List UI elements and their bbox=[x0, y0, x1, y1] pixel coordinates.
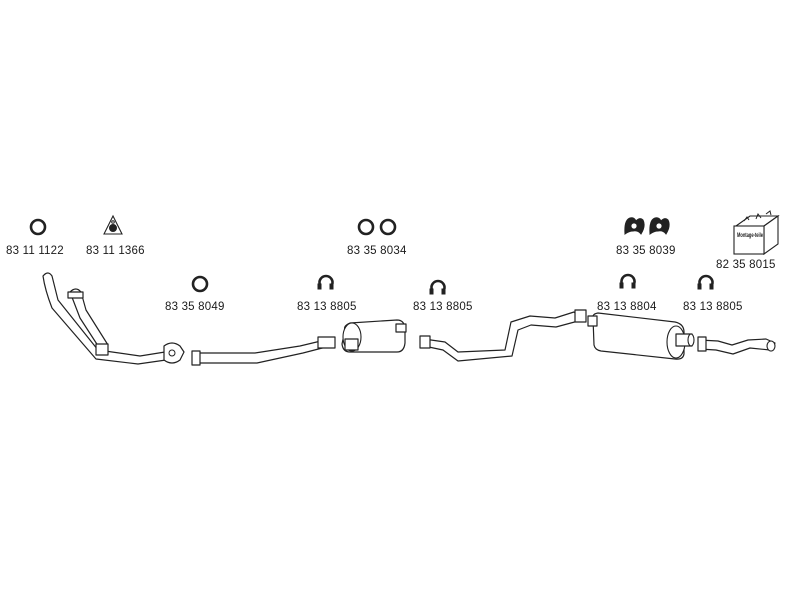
part-number-mounting-kit: 82 35 8015 bbox=[716, 259, 776, 271]
downpipe-flange bbox=[163, 342, 185, 364]
seal-ring-icon bbox=[357, 218, 375, 236]
part-number-clamp-4: 83 13 8805 bbox=[683, 301, 743, 313]
part-number-clamp-1: 83 13 8805 bbox=[297, 301, 357, 313]
clamp-4-part: 83 13 8805 bbox=[683, 274, 743, 313]
front-downpipe bbox=[42, 272, 185, 365]
clamp-1-part: 83 13 8805 bbox=[297, 274, 357, 313]
part-number-clamp-2: 83 13 8805 bbox=[413, 301, 473, 313]
clamp-icon bbox=[620, 273, 636, 285]
part-number-flange-gasket: 83 11 1366 bbox=[86, 245, 145, 257]
tail-pipe bbox=[697, 336, 776, 355]
seal-ring-icon bbox=[191, 275, 209, 293]
part-number-double-seal-ring: 83 35 8034 bbox=[347, 245, 407, 257]
part-number-rubber-mounts: 83 35 8039 bbox=[616, 245, 676, 257]
part-number-clamp-3: 83 13 8804 bbox=[597, 301, 657, 313]
clamp-2-part: 83 13 8805 bbox=[413, 279, 473, 313]
seal-ring-2-part: 83 35 8049 bbox=[165, 275, 225, 313]
middle-silencer bbox=[341, 319, 407, 353]
clamp-icon bbox=[430, 279, 446, 291]
clamp-icon bbox=[698, 274, 714, 286]
seal-ring-part: 83 11 1122 bbox=[6, 218, 64, 257]
rear-silencer bbox=[587, 312, 695, 360]
front-pipe bbox=[191, 336, 336, 366]
double-seal-ring-part: 83 35 8034 bbox=[347, 218, 407, 257]
seal-ring-icon bbox=[379, 218, 397, 236]
seal-ring-icon bbox=[29, 218, 47, 236]
mounting-kit-part: Montage-teile 82 35 8015 bbox=[716, 210, 780, 271]
intermediate-pipe bbox=[419, 309, 587, 362]
part-number-seal-ring-2: 83 35 8049 bbox=[165, 301, 225, 313]
mounting-kit-box-icon bbox=[733, 225, 765, 255]
rubber-mounts-part: 83 35 8039 bbox=[616, 217, 676, 257]
part-number-seal-ring: 83 11 1122 bbox=[6, 245, 64, 257]
clamp-3-part: 83 13 8804 bbox=[597, 273, 657, 313]
mounting-kit-box-label: Montage-teile bbox=[737, 232, 763, 239]
flange-gasket-part: 83 11 1366 bbox=[86, 214, 145, 257]
clamp-icon bbox=[318, 274, 334, 286]
